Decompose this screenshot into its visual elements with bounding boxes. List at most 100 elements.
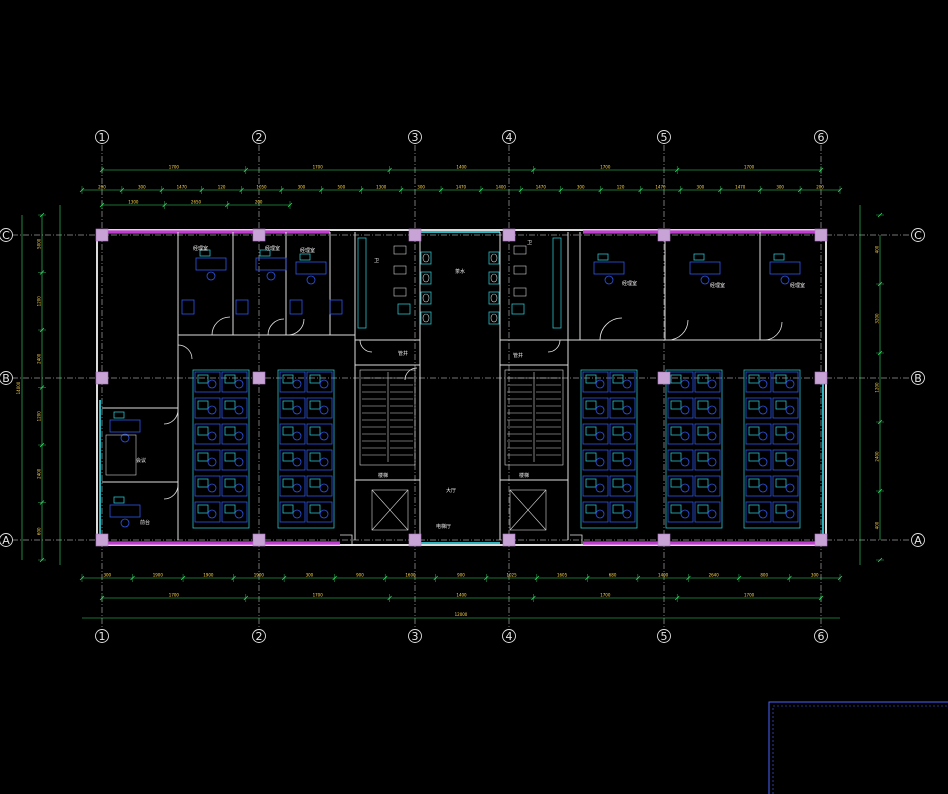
- axis-bubble: [657, 629, 671, 643]
- side-cabinet: [597, 253, 609, 261]
- workstation-screen: [224, 478, 236, 488]
- dim-text: 300: [298, 185, 306, 190]
- dim-text: 400: [875, 245, 880, 253]
- office-chair: [680, 405, 690, 415]
- workstation-screen: [748, 400, 760, 410]
- column: [252, 533, 266, 547]
- office-chair: [622, 431, 632, 441]
- office-chair: [758, 509, 768, 519]
- office-chair: [595, 379, 605, 389]
- door-swing: [267, 318, 285, 336]
- workstation-screen: [282, 400, 294, 410]
- dim-text: 200: [255, 200, 263, 205]
- workstation-screen: [197, 452, 209, 462]
- workstation-desk: [279, 501, 306, 523]
- office-desk: [195, 257, 227, 271]
- dim-text: 300: [577, 185, 585, 190]
- workstation-screen: [224, 426, 236, 436]
- dim-text: 300: [306, 573, 314, 578]
- workstation-desk: [609, 449, 636, 471]
- elevator-left: [371, 489, 409, 531]
- office-chair: [319, 405, 329, 415]
- workstation-desk: [582, 371, 609, 393]
- dim-text: 2400: [37, 353, 42, 364]
- dim-text: 1400: [456, 165, 467, 170]
- room-label: 前台: [140, 519, 150, 526]
- workstation-desk: [772, 449, 799, 471]
- office-chair: [207, 509, 217, 519]
- axis-label: 1: [99, 630, 106, 643]
- room-label: 经理室: [622, 280, 637, 287]
- workstation-desk: [582, 397, 609, 419]
- workstation-screen: [775, 504, 787, 514]
- workstation-desk: [306, 475, 333, 497]
- workstation-screen: [224, 452, 236, 462]
- column: [95, 533, 109, 547]
- office-desk: [255, 257, 287, 271]
- office-chair: [758, 405, 768, 415]
- toilet-stall: [488, 251, 500, 265]
- elevator-cross: [509, 489, 547, 531]
- door-swing: [547, 339, 561, 353]
- dim-text: 800: [760, 573, 768, 578]
- basin: [393, 287, 407, 297]
- workstation-screen: [612, 504, 624, 514]
- dim-text: 200: [816, 185, 824, 190]
- workstation-desk: [306, 501, 333, 523]
- dim-text: 1900: [203, 573, 214, 578]
- viewport-border: [768, 701, 948, 794]
- toilet-stall: [420, 311, 432, 325]
- door-swing: [163, 484, 179, 500]
- office-chair: [207, 457, 217, 467]
- column: [814, 371, 828, 385]
- axis-bubble: [911, 533, 925, 547]
- workstation-desk: [667, 475, 694, 497]
- dim-text: 1700: [744, 593, 755, 598]
- workstation-screen: [670, 374, 682, 384]
- column: [252, 371, 266, 385]
- office-desk: [769, 261, 801, 275]
- axis-label: 2: [256, 630, 263, 643]
- workstation-screen: [775, 400, 787, 410]
- dim-text: 2650: [191, 200, 202, 205]
- axis-bubble: [252, 629, 266, 643]
- workstation-desk: [279, 371, 306, 393]
- dimension-ticks: [38, 166, 884, 602]
- workstation-screen: [309, 452, 321, 462]
- dim-text: 900: [356, 573, 364, 578]
- office-chair: [207, 405, 217, 415]
- room-label: 经理室: [300, 247, 315, 254]
- door-swing: [211, 316, 231, 336]
- room-label: 经理室: [790, 282, 805, 289]
- workstation-screen: [585, 400, 597, 410]
- workstation-desk: [221, 371, 248, 393]
- workstation-desk: [772, 423, 799, 445]
- workstation-screen: [282, 452, 294, 462]
- office-chair: [785, 483, 795, 493]
- office-chair: [234, 509, 244, 519]
- office-chair: [292, 483, 302, 493]
- office-chair: [785, 405, 795, 415]
- office-chair: [292, 405, 302, 415]
- office-chair: [266, 271, 276, 281]
- workstation-screen: [670, 504, 682, 514]
- workstation-cluster: [580, 369, 638, 529]
- axis-bubble: [408, 629, 422, 643]
- workstation-cluster: [192, 369, 250, 529]
- office-chair: [780, 275, 790, 285]
- workstation-screen: [697, 426, 709, 436]
- office-chair: [595, 457, 605, 467]
- workstation-cluster: [665, 369, 723, 529]
- workstation-desk: [279, 397, 306, 419]
- doors: [163, 316, 783, 546]
- workstation-desk: [279, 423, 306, 445]
- axis-bubble: [657, 130, 671, 144]
- workstation-screen: [748, 452, 760, 462]
- door-frame: [570, 534, 583, 546]
- axis-bubble: [0, 228, 13, 242]
- axis-grid: [12, 145, 912, 628]
- column: [657, 371, 671, 385]
- workstation-desk: [221, 449, 248, 471]
- workstation-desk: [221, 475, 248, 497]
- dim-text: 1700: [600, 593, 611, 598]
